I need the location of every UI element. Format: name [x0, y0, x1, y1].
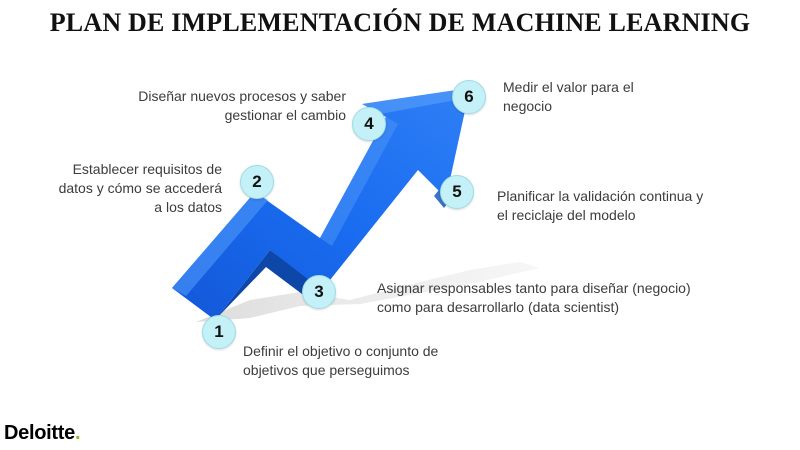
arrow-shadow	[196, 262, 540, 322]
arrow-body	[172, 88, 470, 320]
step-number-badge: 5	[440, 175, 474, 209]
logo-dot: .	[74, 422, 81, 444]
step-description: Diseñar nuevos procesos y saber gestiona…	[90, 87, 346, 125]
step-description-line: Establecer requisitos de	[72, 161, 222, 177]
step-description-line: Diseñar nuevos procesos y saber	[138, 88, 346, 104]
step-description-line: el reciclaje del modelo	[497, 207, 636, 223]
step-description-line: Asignar responsables tanto para diseñar …	[377, 280, 691, 296]
step-description: Establecer requisitos de datos y cómo se…	[20, 160, 222, 217]
step-description: Medir el valor para el negocio	[503, 78, 703, 116]
step-number-badge: 4	[352, 107, 386, 141]
arrow-highlight	[320, 117, 398, 246]
arrow-highlight	[172, 192, 268, 296]
logo-text: Deloitte	[4, 422, 75, 444]
step-description-line: gestionar el cambio	[224, 107, 346, 123]
step-description-line: negocio	[503, 98, 553, 114]
step-description-line: Definir el objetivo o conjunto de	[243, 343, 439, 359]
step-number-badge: 3	[302, 275, 336, 309]
step-description-line: Medir el valor para el	[503, 79, 634, 95]
step-description: Planificar la validación continua y el r…	[497, 187, 757, 225]
deloitte-logo: Deloitte.	[4, 422, 81, 445]
step-number-badge: 2	[240, 165, 274, 199]
step-description: Definir el objetivo o conjunto de objeti…	[243, 342, 483, 380]
step-description-line: como para desarrollarlo (data scientist)	[377, 299, 619, 315]
step-description-line: Planificar la validación continua y	[497, 188, 704, 204]
step-description-line: objetivos que perseguimos	[243, 362, 410, 378]
arrow-highlight	[362, 88, 470, 114]
step-description-line: a los datos	[154, 199, 222, 215]
step-number-badge: 6	[452, 80, 486, 114]
arrow-side-face	[215, 250, 322, 320]
step-description-line: datos y cómo se accederá	[58, 180, 222, 196]
page-title: PLAN DE IMPLEMENTACIÓN DE MACHINE LEARNI…	[49, 8, 751, 37]
step-number-badge: 1	[202, 315, 236, 349]
step-description: Asignar responsables tanto para diseñar …	[377, 279, 737, 317]
